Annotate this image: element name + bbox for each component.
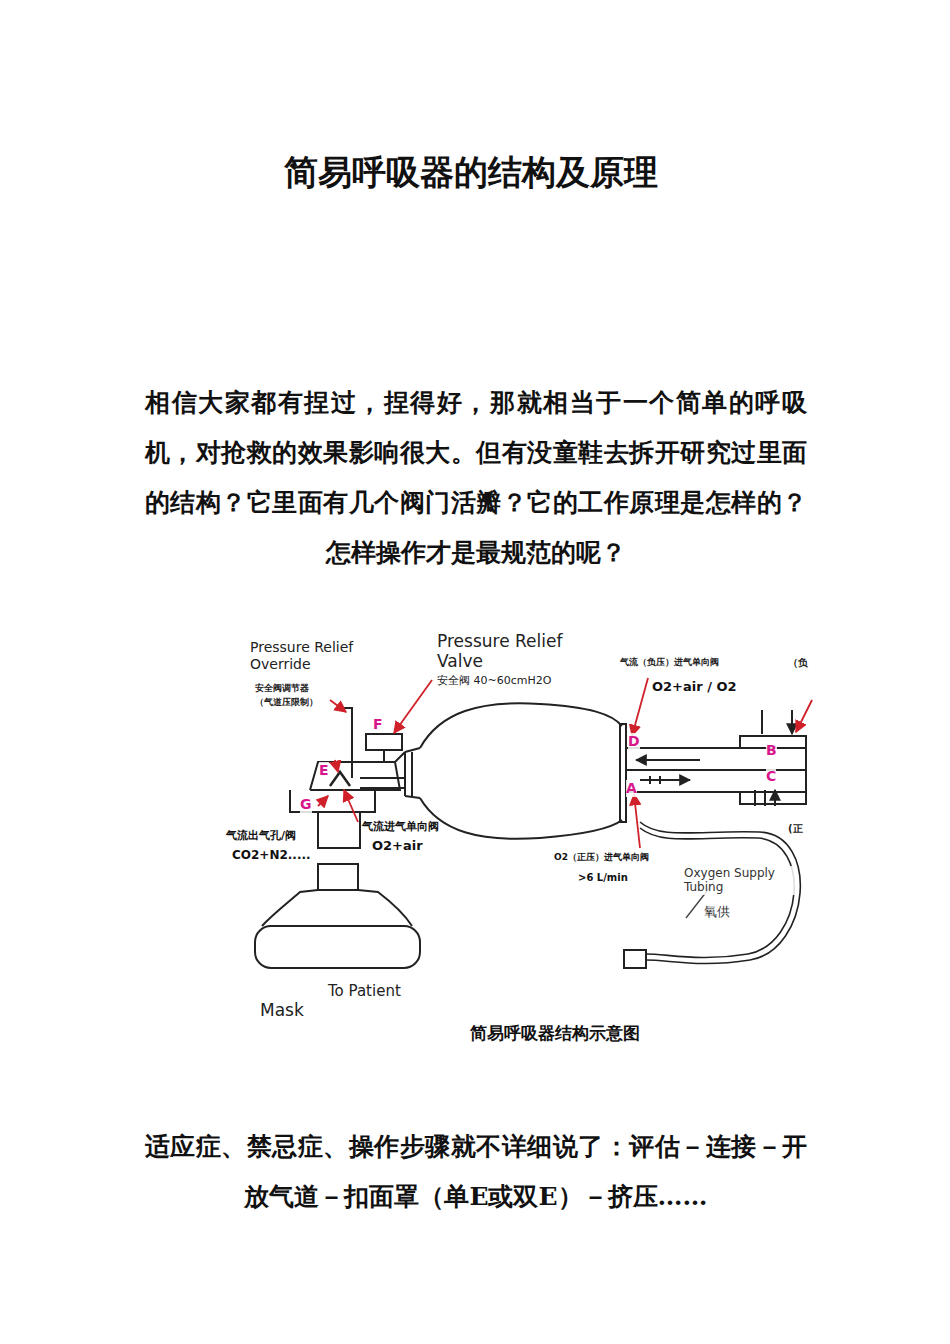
- part-name-cn: 安全阀调节器: [255, 683, 309, 694]
- callout-letter: A: [626, 780, 637, 797]
- gas-label: O2+air / O2: [652, 679, 737, 695]
- callout-letter: F: [373, 716, 383, 733]
- intro-paragraph: 相信大家都有捏过，捏得好，那就相当于一个简单的呼吸机，对抢救的效果影响很大。但有…: [145, 378, 807, 578]
- intake-tube: [626, 748, 806, 792]
- reservoir-valve-c: [740, 792, 806, 804]
- part-name-cn: 气流（负压）进气单向阀: [620, 657, 719, 668]
- callout-letter: E: [319, 762, 329, 779]
- callout-letter: D: [628, 733, 640, 750]
- flow-spec: >6 L/min: [578, 872, 628, 884]
- figure-caption: 简易呼吸器结构示意图: [470, 1022, 640, 1045]
- part-name-cn: 气流出气孔/阀: [226, 829, 296, 842]
- part-spec: 安全阀 40~60cmH2O: [437, 674, 551, 687]
- part-name-cn: O2（正压）进气单向阀: [554, 852, 649, 863]
- callout-letter: B: [766, 742, 777, 759]
- part-name-cn: 气流进气单向阀: [362, 820, 439, 833]
- cut-label: （负: [788, 657, 808, 669]
- part-name-cn: 氧供: [704, 904, 730, 920]
- tubing-connector: [624, 950, 646, 968]
- gas-label: CO2+N2.....: [232, 848, 311, 862]
- part-name: To Patient: [328, 982, 401, 1000]
- part-name: Pressure Relief Override: [250, 639, 375, 673]
- valve-housing: [290, 790, 375, 812]
- part-name: Mask: [260, 1000, 304, 1020]
- cut-label: (正: [788, 823, 803, 835]
- callout-letter: G: [300, 796, 312, 813]
- bag-outline: [420, 703, 622, 748]
- part-note: （气道压限制）: [255, 697, 318, 708]
- page-title: 简易呼吸器的结构及原理: [0, 150, 946, 196]
- bag-outline: [420, 798, 622, 839]
- part-name: Pressure Relief Valve: [437, 631, 577, 672]
- mask-cushion: [255, 926, 420, 968]
- oxygen-tubing: [640, 822, 800, 964]
- mask-shell: [262, 890, 412, 926]
- mask-connector: [318, 864, 358, 890]
- closing-paragraph: 适应症、禁忌症、操作步骤就不详细说了：评估－连接－开放气道－扣面罩（单E或双E）…: [145, 1122, 807, 1222]
- valve-housing: [310, 752, 405, 790]
- part-name: Oxygen Supply Tubing: [684, 866, 796, 895]
- relief-valve: [366, 734, 402, 750]
- override-bracket: [338, 708, 352, 778]
- gas-label: O2+air: [372, 838, 423, 854]
- callout-letter: C: [766, 768, 776, 785]
